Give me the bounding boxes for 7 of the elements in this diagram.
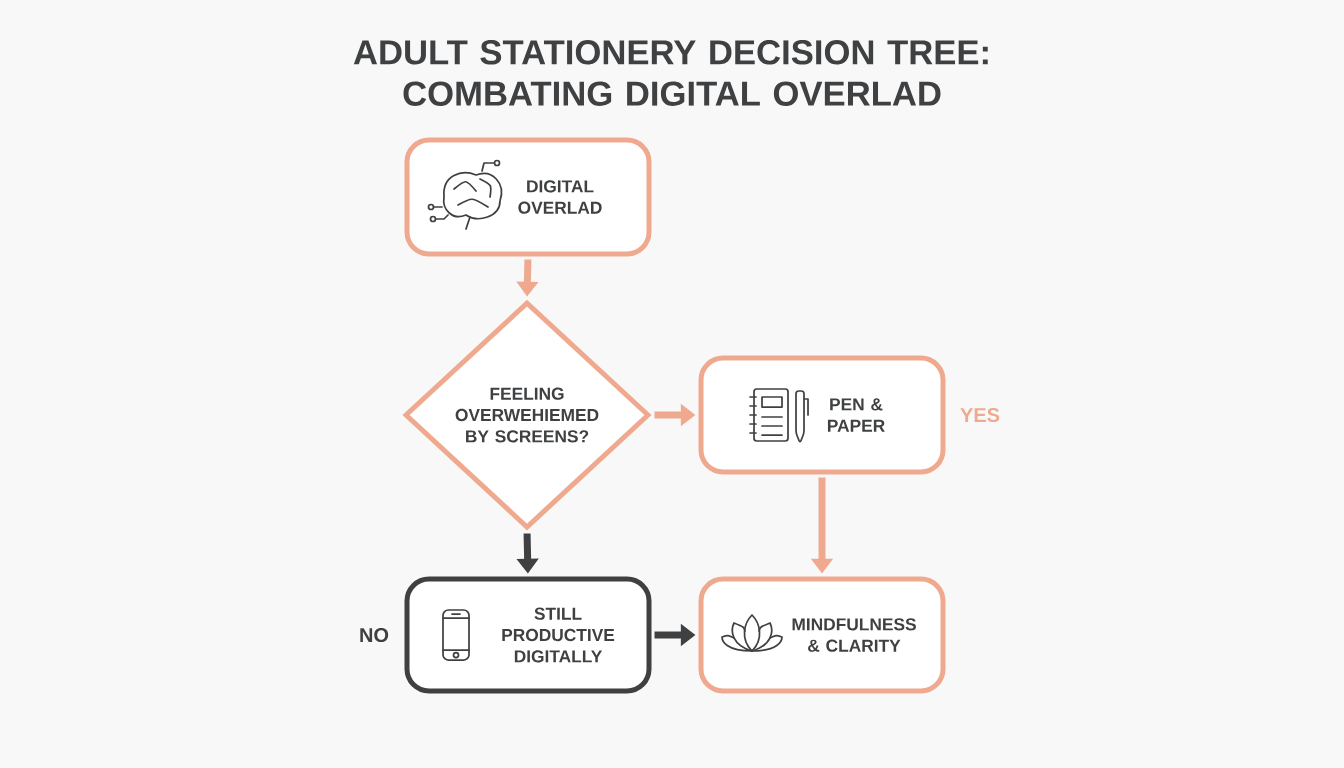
process-box: STILL PRODUCTIVE DIGITALLY (404, 576, 652, 694)
process-box: PEN & PAPER (698, 355, 946, 475)
title: ADULT STATIONERY DECISION TREE: COMBATING DIGITAL OVERLAD (353, 40, 988, 106)
branch-label: YES (960, 407, 1000, 423)
process-box: MINDFULNESS & CLARITY (698, 576, 946, 694)
process-box: DIGITAL OVERLAD (404, 137, 652, 257)
branch-label: NO (360, 627, 389, 643)
